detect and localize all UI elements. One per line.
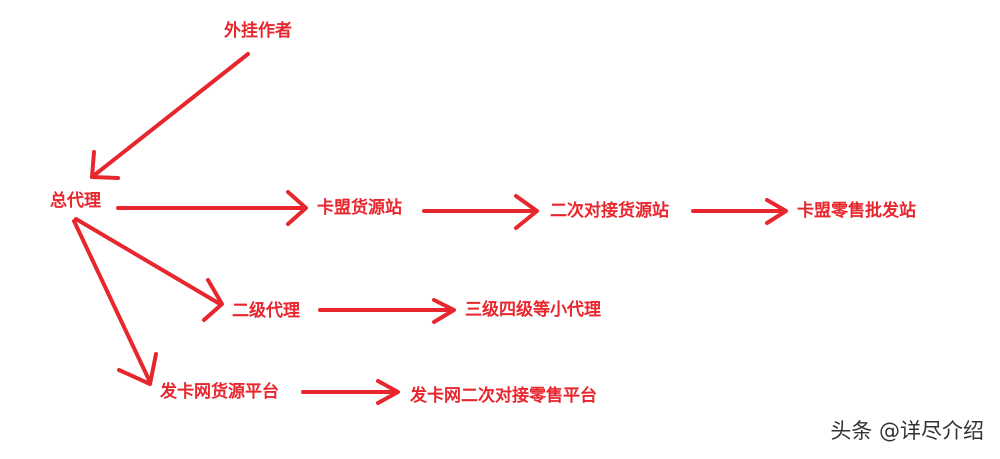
node-secondary-agent: 二级代理 bbox=[232, 301, 300, 321]
arrow-card-platform-to-secondary-retail bbox=[301, 379, 400, 405]
arrow-secondary-agent-to-small-agents bbox=[318, 298, 456, 324]
arrow-card-source-to-secondary-source bbox=[422, 194, 539, 230]
arrow-general-agent-to-secondary-agent bbox=[74, 217, 224, 322]
node-card-source-station: 卡盟货源站 bbox=[317, 198, 402, 218]
watermark-text: 头条 @详尽介绍 bbox=[830, 419, 984, 443]
arrow-general-agent-to-card-source bbox=[116, 190, 308, 226]
node-card-retail-wholesale-station: 卡盟零售批发站 bbox=[797, 201, 916, 221]
arrow-secondary-source-to-retail-wholesale bbox=[691, 198, 788, 225]
arrow-general-agent-to-card-platform bbox=[72, 219, 158, 386]
node-card-platform-source: 发卡网货源平台 bbox=[160, 382, 279, 402]
arrows bbox=[72, 52, 788, 405]
node-plugin-author: 外挂作者 bbox=[224, 21, 292, 41]
node-small-agents: 三级四级等小代理 bbox=[465, 300, 601, 320]
node-general-agent: 总代理 bbox=[50, 191, 101, 211]
node-card-platform-secondary-retail: 发卡网二次对接零售平台 bbox=[410, 386, 597, 406]
node-secondary-source-station: 二次对接货源站 bbox=[550, 201, 669, 221]
arrow-author-to-general-agent bbox=[90, 52, 250, 180]
